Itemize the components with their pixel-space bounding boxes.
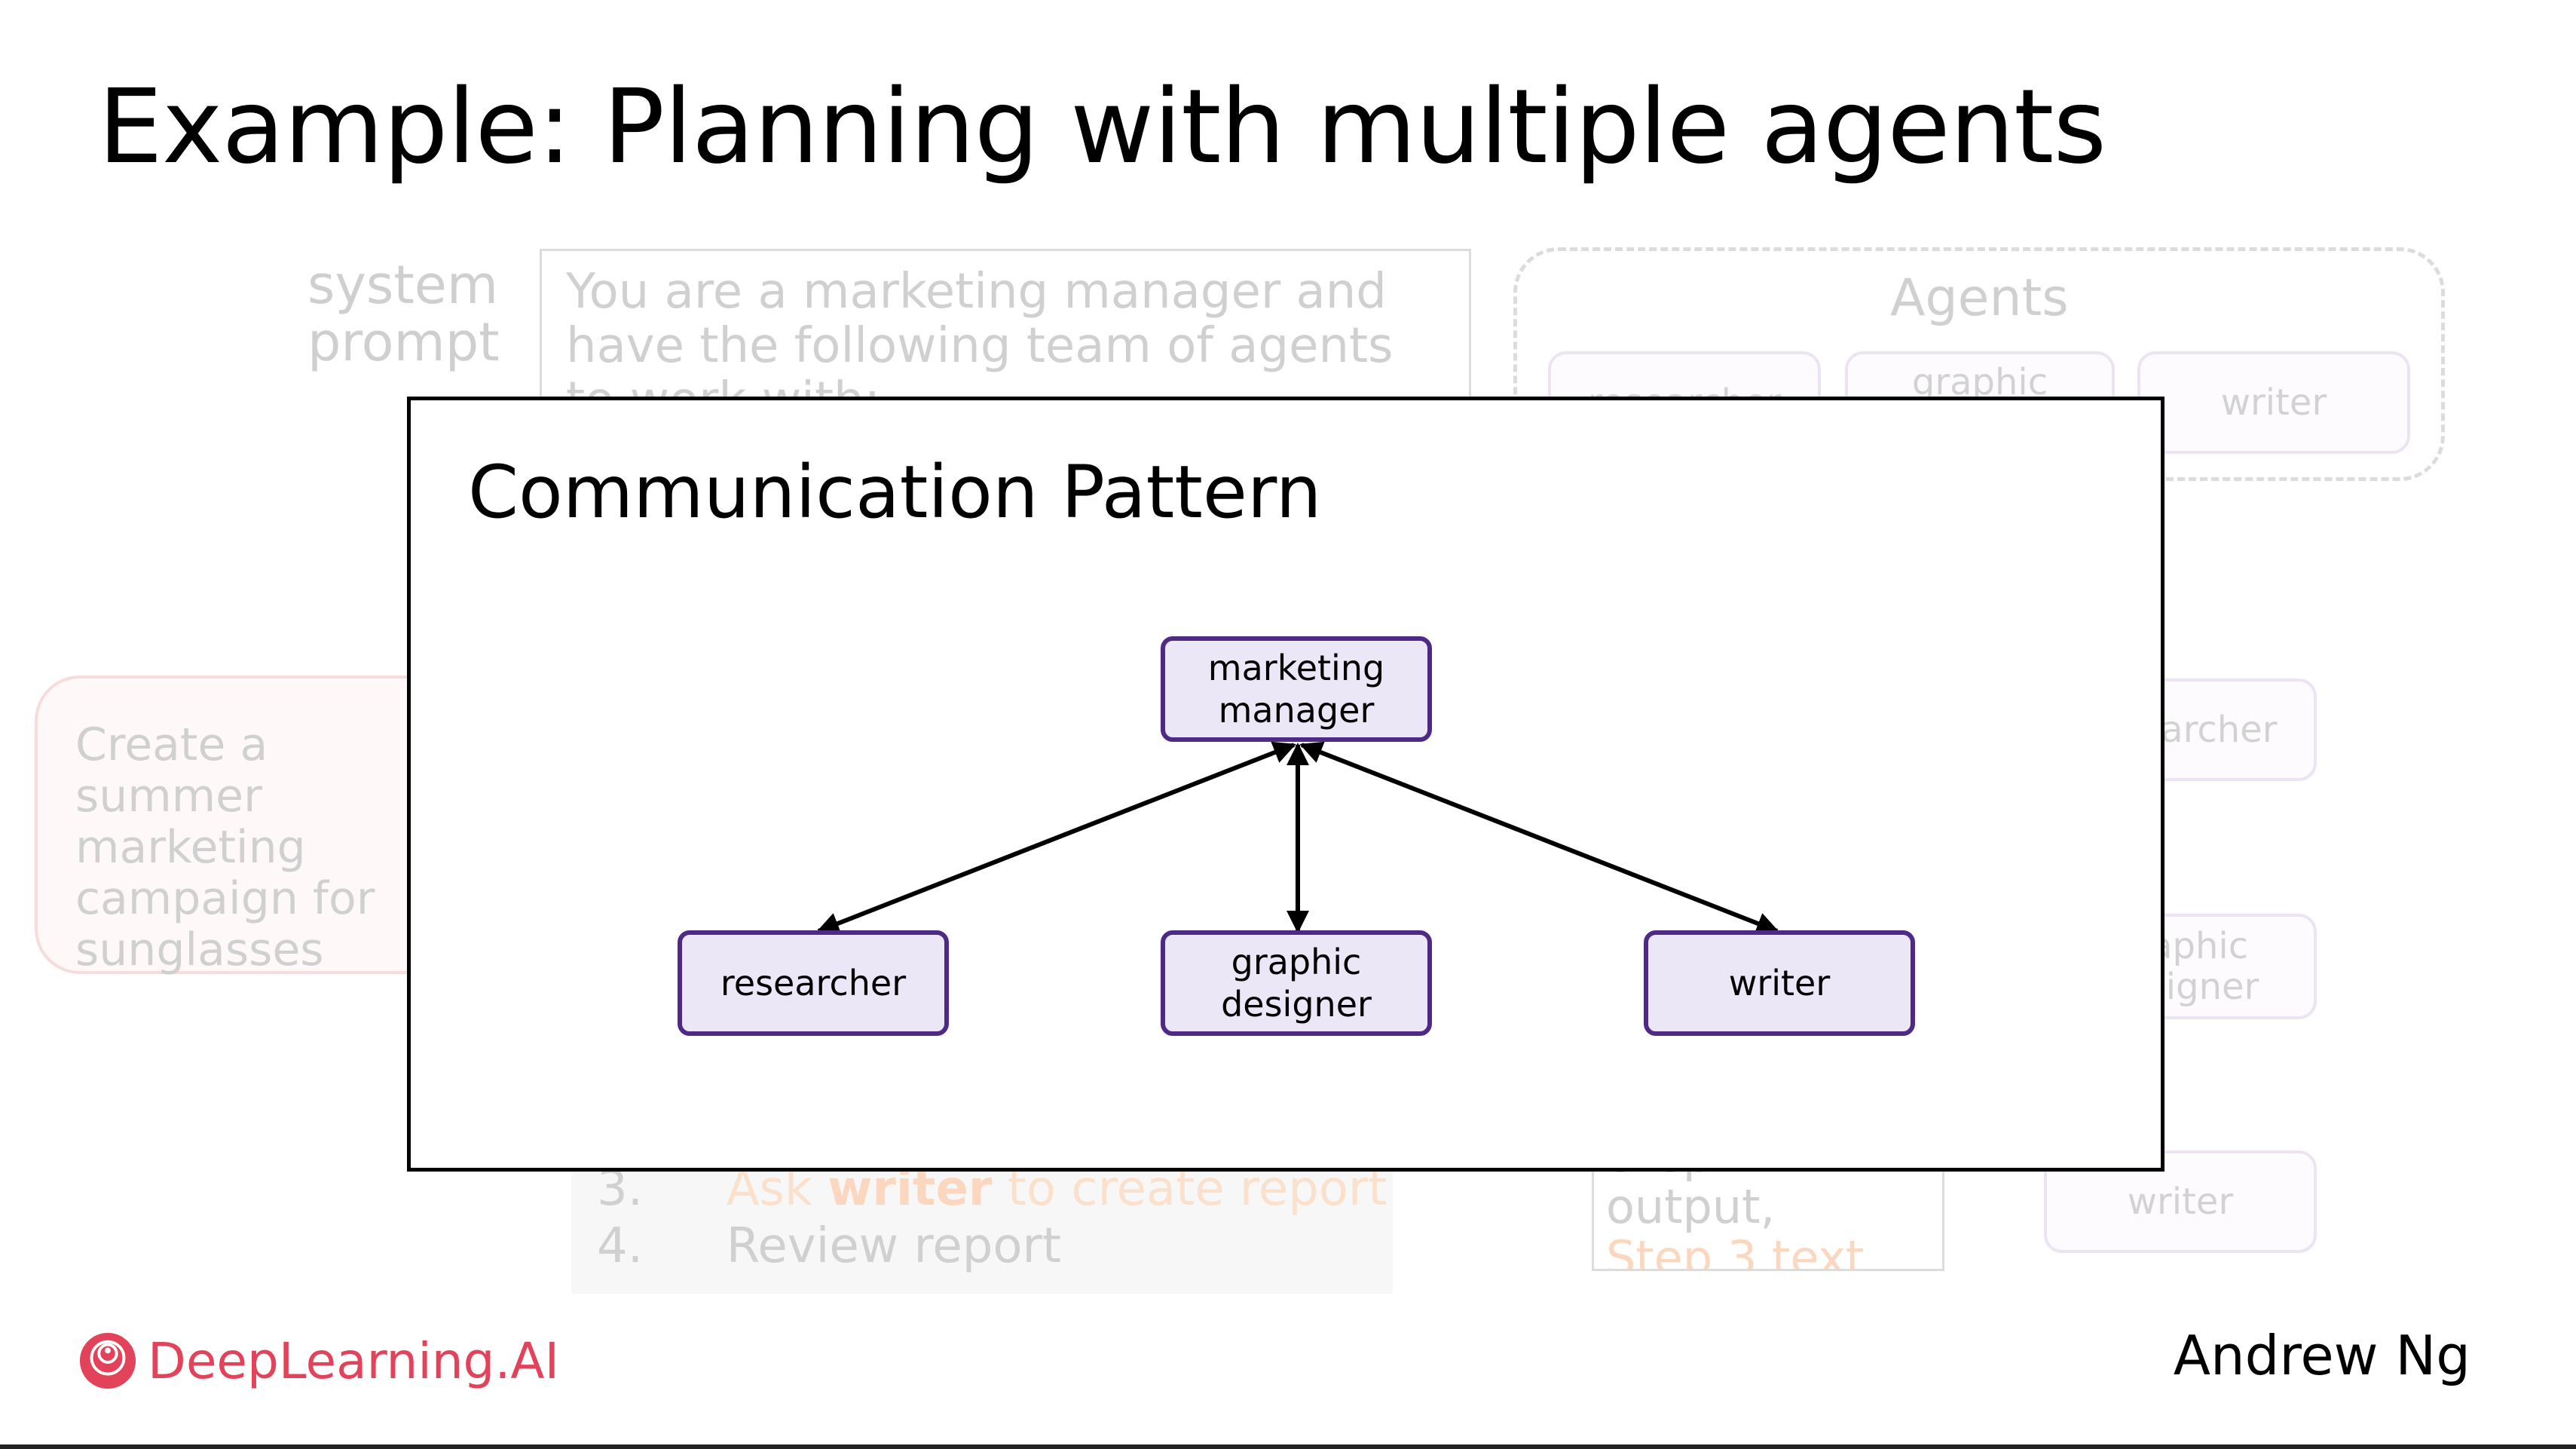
plan-step-4: 4. Review report xyxy=(597,1218,1061,1274)
edge-manager-writer xyxy=(1299,741,1779,935)
deeplearning-logo-icon xyxy=(79,1332,136,1389)
bottom-divider xyxy=(0,1444,2576,1449)
deeplearning-logo: DeepLearning.AI xyxy=(78,1331,559,1390)
logo-text: DeepLearning.AI xyxy=(148,1331,560,1390)
edge-manager-researcher xyxy=(816,741,1296,935)
system-prompt-label: system prompt xyxy=(307,254,500,373)
agents-panel-title: Agents xyxy=(1890,268,2069,328)
system-prompt-box: You are a marketing manager and have the… xyxy=(540,249,1471,407)
slide-title: Example: Planning with multiple agents xyxy=(98,68,2106,187)
author-name: Andrew Ng xyxy=(2173,1324,2470,1387)
node-writer: writer xyxy=(1644,930,1915,1036)
node-researcher: researcher xyxy=(678,930,949,1036)
step-output-box: Step 2 output, Step 3 text xyxy=(1592,1144,1944,1271)
step-text: Review report xyxy=(726,1218,1061,1274)
communication-diagram xyxy=(816,741,1779,935)
output-line-highlight: Step 3 text xyxy=(1606,1230,1865,1271)
node-graphic-designer: graphic designer xyxy=(1161,930,1432,1036)
node-marketing-manager: marketing manager xyxy=(1161,636,1432,742)
step-number: 4. xyxy=(597,1218,644,1274)
communication-pattern-title: Communication Pattern xyxy=(468,450,1322,535)
communication-pattern-panel: Communication Pattern marketing manager … xyxy=(407,397,2165,1172)
agent-chip-writer-top: writer xyxy=(2137,351,2410,454)
